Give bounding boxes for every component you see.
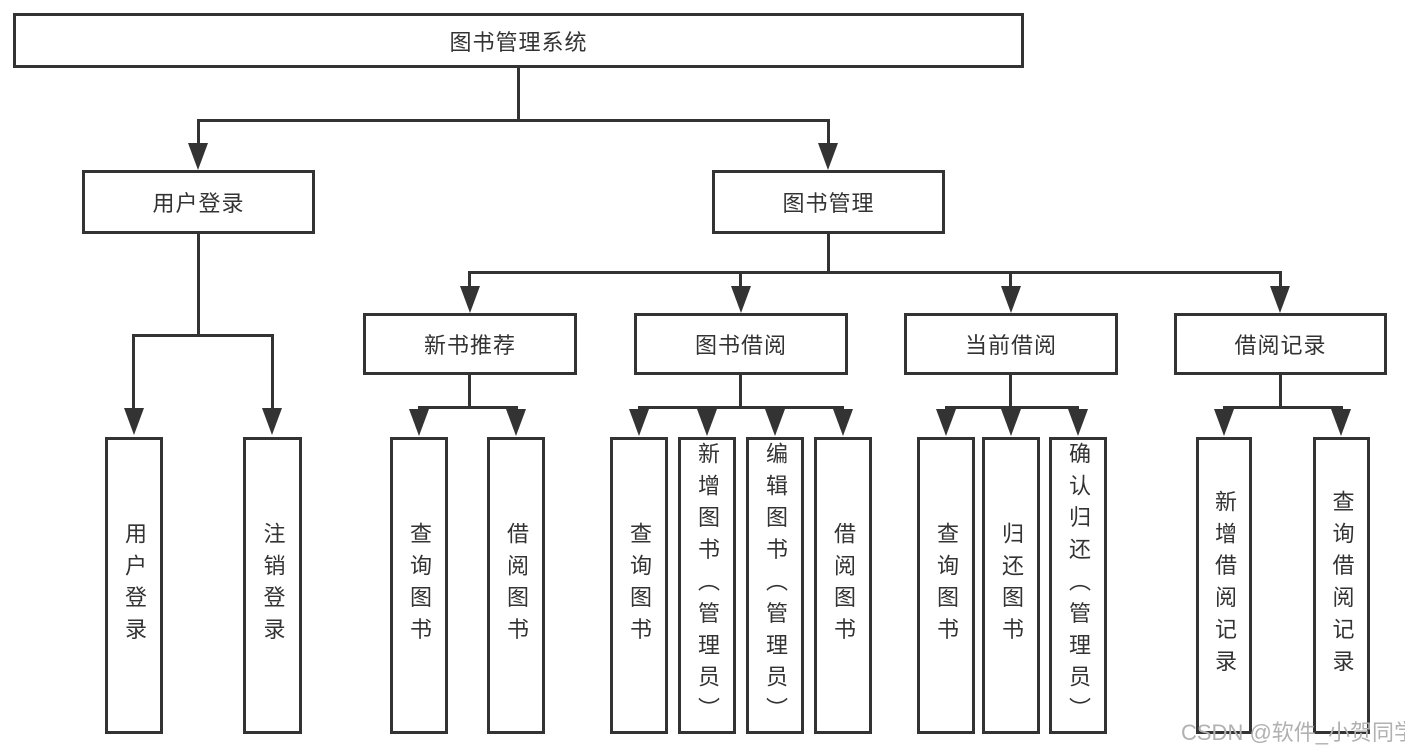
arrow-down-icon	[409, 409, 429, 436]
leaf-query-books: 查询图书	[390, 437, 448, 734]
leaf-label: 归还图书	[999, 521, 1024, 650]
connector-root-stub	[517, 68, 520, 120]
connector-book-hbar	[468, 271, 1282, 274]
connector-stub	[1279, 375, 1282, 408]
connector-stem	[1009, 271, 1012, 287]
leaf-confirm-return-admin: 确认归还（管理员）	[1049, 437, 1107, 734]
arrow-down-icon	[188, 143, 208, 170]
node-book-management: 图书管理	[712, 170, 945, 234]
connector-hbar	[1223, 406, 1343, 409]
arrow-down-icon	[460, 286, 480, 313]
connector-stem	[827, 119, 830, 145]
leaf-return-books: 归还图书	[982, 437, 1040, 734]
connector-user-hbar	[132, 334, 274, 337]
arrow-down-icon	[1068, 409, 1088, 436]
leaf-borrow-books: 借阅图书	[487, 437, 545, 734]
arrow-down-icon	[1270, 286, 1290, 313]
node-user-login: 用户登录	[82, 170, 315, 234]
leaf-label: 查询图书	[407, 521, 432, 650]
connector-stub	[739, 375, 742, 408]
connector-hbar	[945, 406, 1079, 409]
connector-hbar	[418, 406, 518, 409]
node-new-book-recommend: 新书推荐	[363, 313, 577, 375]
arrow-down-icon	[731, 286, 751, 313]
arrow-down-icon	[124, 408, 144, 435]
arrow-down-icon	[506, 409, 526, 436]
leaf-label: 查询图书	[627, 521, 652, 650]
leaf-label: 新增借阅记录	[1212, 489, 1237, 682]
connector-hbar	[638, 406, 844, 409]
leaf-label: 借阅图书	[504, 521, 529, 650]
leaf-logout: 注销登录	[243, 437, 302, 734]
node-borrow-records: 借阅记录	[1174, 313, 1387, 375]
arrow-down-icon	[1331, 409, 1351, 436]
connector-book-stub	[827, 234, 830, 274]
connector-user-stub	[197, 234, 200, 335]
leaf-label: 查询借阅记录	[1329, 489, 1355, 682]
connector-stem	[271, 334, 274, 410]
connector-stem	[468, 271, 471, 287]
connector-stem	[132, 334, 135, 410]
arrow-down-icon	[936, 409, 956, 436]
leaf-label: 借阅图书	[831, 521, 856, 650]
connector-stub	[1009, 375, 1012, 408]
node-root: 图书管理系统	[13, 13, 1024, 68]
leaf-add-borrow-record: 新增借阅记录	[1196, 437, 1252, 734]
leaf-query-books-2: 查询图书	[610, 437, 668, 734]
node-book-borrow-label: 图书借阅	[694, 333, 787, 358]
arrow-down-icon	[765, 409, 785, 436]
leaf-query-borrow-record: 查询借阅记录	[1313, 437, 1370, 734]
leaf-edit-books-admin: 编辑图书（管理员）	[746, 437, 804, 734]
connector-stem	[197, 119, 200, 145]
arrow-down-icon	[1214, 409, 1234, 436]
node-book-management-label: 图书管理	[782, 191, 875, 216]
connector-stem	[739, 271, 742, 287]
leaf-label: 用户登录	[122, 521, 147, 650]
leaf-label: 确认归还（管理员）	[1066, 441, 1091, 730]
leaf-label: 查询图书	[934, 521, 959, 650]
arrow-down-icon	[262, 408, 282, 435]
node-book-borrow: 图书借阅	[634, 313, 848, 375]
node-current-borrow: 当前借阅	[904, 313, 1118, 375]
connector-stem	[1279, 271, 1282, 287]
leaf-label: 新增图书（管理员）	[695, 441, 720, 730]
leaf-add-books-admin: 新增图书（管理员）	[678, 437, 736, 734]
leaf-borrow-books-2: 借阅图书	[814, 437, 872, 734]
arrow-down-icon	[629, 409, 649, 436]
node-user-login-label: 用户登录	[152, 191, 245, 216]
node-borrow-records-label: 借阅记录	[1234, 333, 1327, 358]
connector-root-hbar	[197, 119, 830, 122]
arrow-down-icon	[833, 409, 853, 436]
leaf-label: 编辑图书（管理员）	[763, 441, 788, 730]
node-new-book-recommend-label: 新书推荐	[423, 333, 516, 358]
node-current-borrow-label: 当前借阅	[964, 333, 1057, 358]
leaf-user-login: 用户登录	[105, 437, 163, 734]
arrow-down-icon	[1001, 286, 1021, 313]
leaf-label: 注销登录	[260, 521, 286, 650]
watermark: CSDN @软件_小贺同学	[1181, 720, 1405, 745]
arrow-down-icon	[697, 409, 717, 436]
leaf-query-books-3: 查询图书	[917, 437, 975, 734]
arrow-down-icon	[1001, 409, 1021, 436]
connector-stub	[468, 375, 471, 408]
node-root-label: 图书管理系统	[449, 29, 588, 55]
arrow-down-icon	[818, 143, 838, 170]
